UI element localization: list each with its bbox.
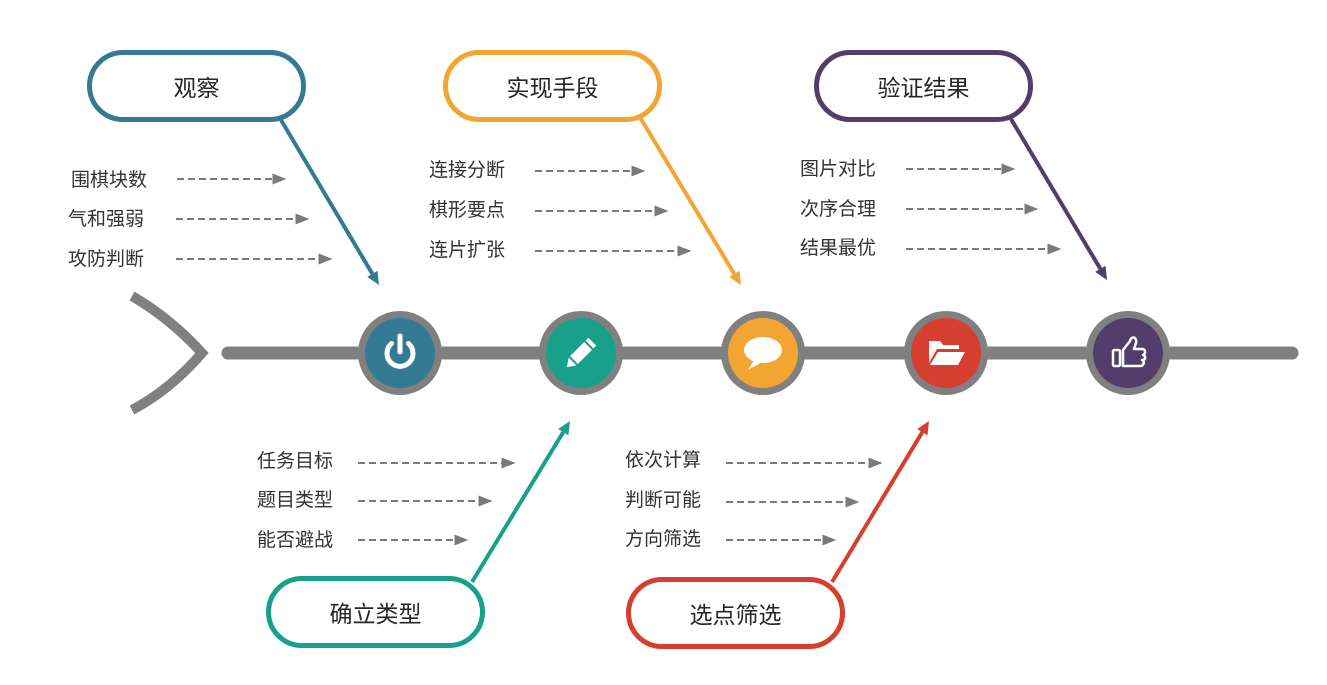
step-label-screening: 选点筛选 [689,603,782,629]
step-pill-verify: 验证结果 [814,50,1033,122]
item-means-3: 连片扩张 [429,239,506,261]
item-means-1: 连接分断 [429,159,506,181]
step-label-means: 实现手段 [506,76,599,102]
speech-bubble-icon [744,337,782,370]
step-pill-observe: 观察 [87,50,306,122]
power-icon [384,333,416,369]
node-determine-type [539,311,623,395]
item-screen-1: 依次计算 [625,449,702,471]
step-label-determine-type: 确立类型 [329,602,422,628]
step-label-verify: 验证结果 [877,76,970,102]
item-screen-3: 方向筛选 [625,528,702,550]
step-connector-arrow [639,117,741,285]
item-verify-3: 结果最优 [800,237,877,259]
item-screen-2: 判断可能 [625,489,702,511]
item-observe-3: 攻防判断 [68,248,145,270]
pencil-icon [566,337,597,368]
thumbs-up-icon [1111,336,1147,368]
step-connector-arrow [1009,117,1107,280]
node-observe [358,311,442,395]
step-pill-screening: 选点筛选 [626,577,845,649]
node-means [721,311,805,395]
fish-tail [129,291,209,415]
step-connector-arrow [830,421,929,584]
step-connector-arrow [470,421,570,584]
folder-open-icon [929,341,965,365]
step-label-observe: 观察 [173,76,220,102]
item-type-2: 题目类型 [257,489,334,511]
item-verify-1: 图片对比 [800,158,877,180]
step-pill-means: 实现手段 [443,50,662,122]
node-verify [1086,311,1170,395]
item-type-1: 任务目标 [257,450,334,472]
node-screening [904,311,988,395]
step-connector-arrow [279,118,379,285]
item-means-2: 棋形要点 [429,199,506,221]
item-observe-1: 围棋块数 [71,169,148,191]
item-verify-2: 次序合理 [800,198,877,220]
step-pill-determine-type: 确立类型 [266,576,485,648]
item-type-3: 能否避战 [257,529,334,551]
item-observe-2: 气和强弱 [68,208,145,230]
